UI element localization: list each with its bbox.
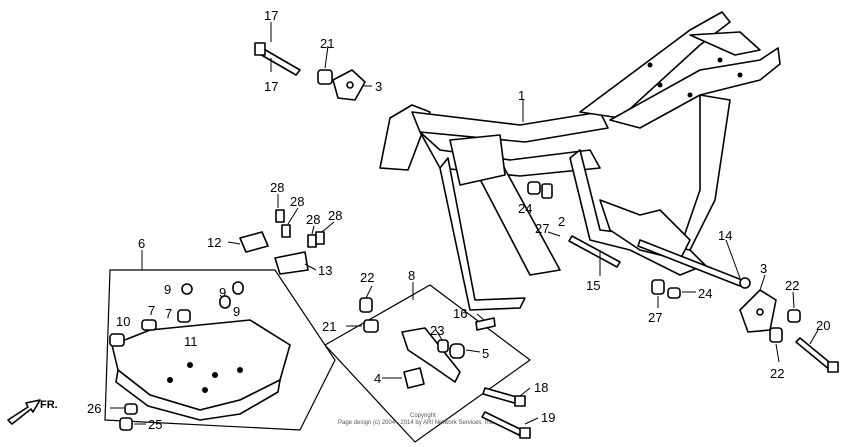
bracket-3-top[interactable]	[332, 69, 366, 101]
collars-7[interactable]	[141, 309, 191, 331]
callout-9: 9	[219, 285, 226, 300]
callout-4: 4	[374, 371, 381, 386]
pivot-bolt-14[interactable]	[637, 239, 751, 289]
callout-18: 18	[534, 380, 548, 395]
bolt-16[interactable]	[475, 317, 496, 331]
bolt-20[interactable]	[795, 337, 839, 373]
copyright-line-2: Page design (c) 2004 - 2014 by ARI Netwo…	[338, 420, 495, 426]
nut-22-right-lower[interactable]	[769, 327, 783, 343]
callout-21: 21	[322, 319, 336, 334]
bolt-18[interactable]	[482, 387, 526, 407]
callout-22: 22	[770, 366, 784, 381]
nut-22-guard[interactable]	[359, 297, 373, 313]
bolt-15[interactable]	[568, 235, 621, 268]
callout-3: 3	[375, 79, 382, 94]
callout-28: 28	[306, 212, 320, 227]
copyright-line-1: Copyright	[410, 413, 436, 419]
callout-22: 22	[360, 270, 374, 285]
bracket-3-right[interactable]	[739, 289, 777, 333]
front-direction-arrow-icon: FR.	[7, 399, 58, 425]
bolt-17[interactable]	[254, 42, 301, 76]
callout-3: 3	[760, 261, 767, 276]
callout-5: 5	[482, 346, 489, 361]
skid-plate-guard-group-outline	[324, 284, 532, 443]
leader-lines	[110, 22, 819, 425]
rubber-9[interactable]	[181, 281, 244, 309]
callout-28: 28	[328, 208, 342, 223]
skid-plate-group-outline	[104, 269, 336, 431]
cushion-10[interactable]	[109, 333, 125, 347]
callout-9: 9	[233, 304, 240, 319]
callout-21: 21	[320, 36, 334, 51]
bracket-12[interactable]	[239, 231, 269, 253]
callout-16: 16	[453, 306, 467, 321]
callout-9: 9	[164, 282, 171, 297]
callout-12: 12	[207, 235, 221, 250]
nut-26[interactable]	[124, 403, 138, 415]
callout-2: 2	[558, 214, 565, 229]
skid-plate[interactable]	[111, 319, 291, 421]
clamp-4[interactable]	[403, 367, 425, 389]
callout-17: 17	[264, 79, 278, 94]
guard-bracket[interactable]	[401, 327, 461, 383]
callout-22: 22	[785, 278, 799, 293]
rubber-5[interactable]	[449, 343, 465, 359]
callout-7: 7	[165, 306, 172, 321]
callout-24: 24	[698, 286, 712, 301]
collar-27[interactable]	[541, 183, 553, 199]
callout-7: 7	[148, 303, 155, 318]
callout-11: 11	[184, 334, 198, 349]
bracket-13[interactable]	[274, 251, 309, 275]
bolts-28[interactable]	[275, 209, 325, 248]
main-frame[interactable]	[379, 11, 781, 311]
callout-27: 27	[535, 221, 549, 236]
collar-24[interactable]	[527, 181, 541, 195]
callout-23: 23	[430, 323, 444, 338]
callout-labels: 17 21 3 17 1 28 28 28 28 24 27 2 6 12 13…	[87, 8, 830, 432]
collar-27-lower[interactable]	[651, 279, 665, 295]
callout-14: 14	[718, 228, 732, 243]
callout-15: 15	[586, 278, 600, 293]
bolt-19[interactable]	[481, 411, 531, 439]
callout-6: 6	[138, 236, 145, 251]
callout-24: 24	[518, 201, 532, 216]
bolt-25[interactable]	[119, 417, 133, 431]
callout-28: 28	[270, 180, 284, 195]
callout-19: 19	[541, 410, 555, 425]
callout-10: 10	[116, 314, 130, 329]
nut-21-guard[interactable]	[363, 319, 379, 333]
nut-21-top[interactable]	[317, 69, 333, 85]
callout-13: 13	[318, 263, 332, 278]
callout-28: 28	[290, 194, 304, 209]
callout-27: 27	[648, 310, 662, 325]
callout-1: 1	[518, 88, 525, 103]
collar-24-lower[interactable]	[667, 287, 681, 299]
callout-26: 26	[87, 401, 101, 416]
callout-8: 8	[408, 268, 415, 283]
callout-25: 25	[148, 417, 162, 432]
nut-22-right-upper[interactable]	[787, 309, 801, 323]
callout-20: 20	[816, 318, 830, 333]
callout-17: 17	[264, 8, 278, 23]
collar-23[interactable]	[437, 339, 449, 353]
direction-label: FR.	[40, 399, 58, 411]
